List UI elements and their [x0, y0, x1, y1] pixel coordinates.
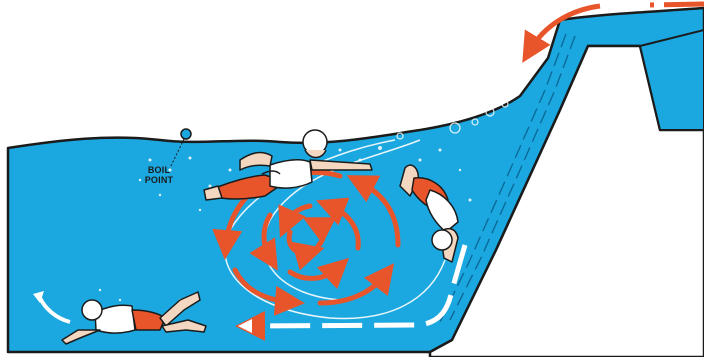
downstream-flow-arrow-icon [650, 4, 704, 5]
boil-point-label-line2: POINT [136, 175, 182, 185]
boil-point-label-line1: BOIL [136, 165, 182, 175]
boil-point-label: BOIL POINT [136, 165, 182, 185]
